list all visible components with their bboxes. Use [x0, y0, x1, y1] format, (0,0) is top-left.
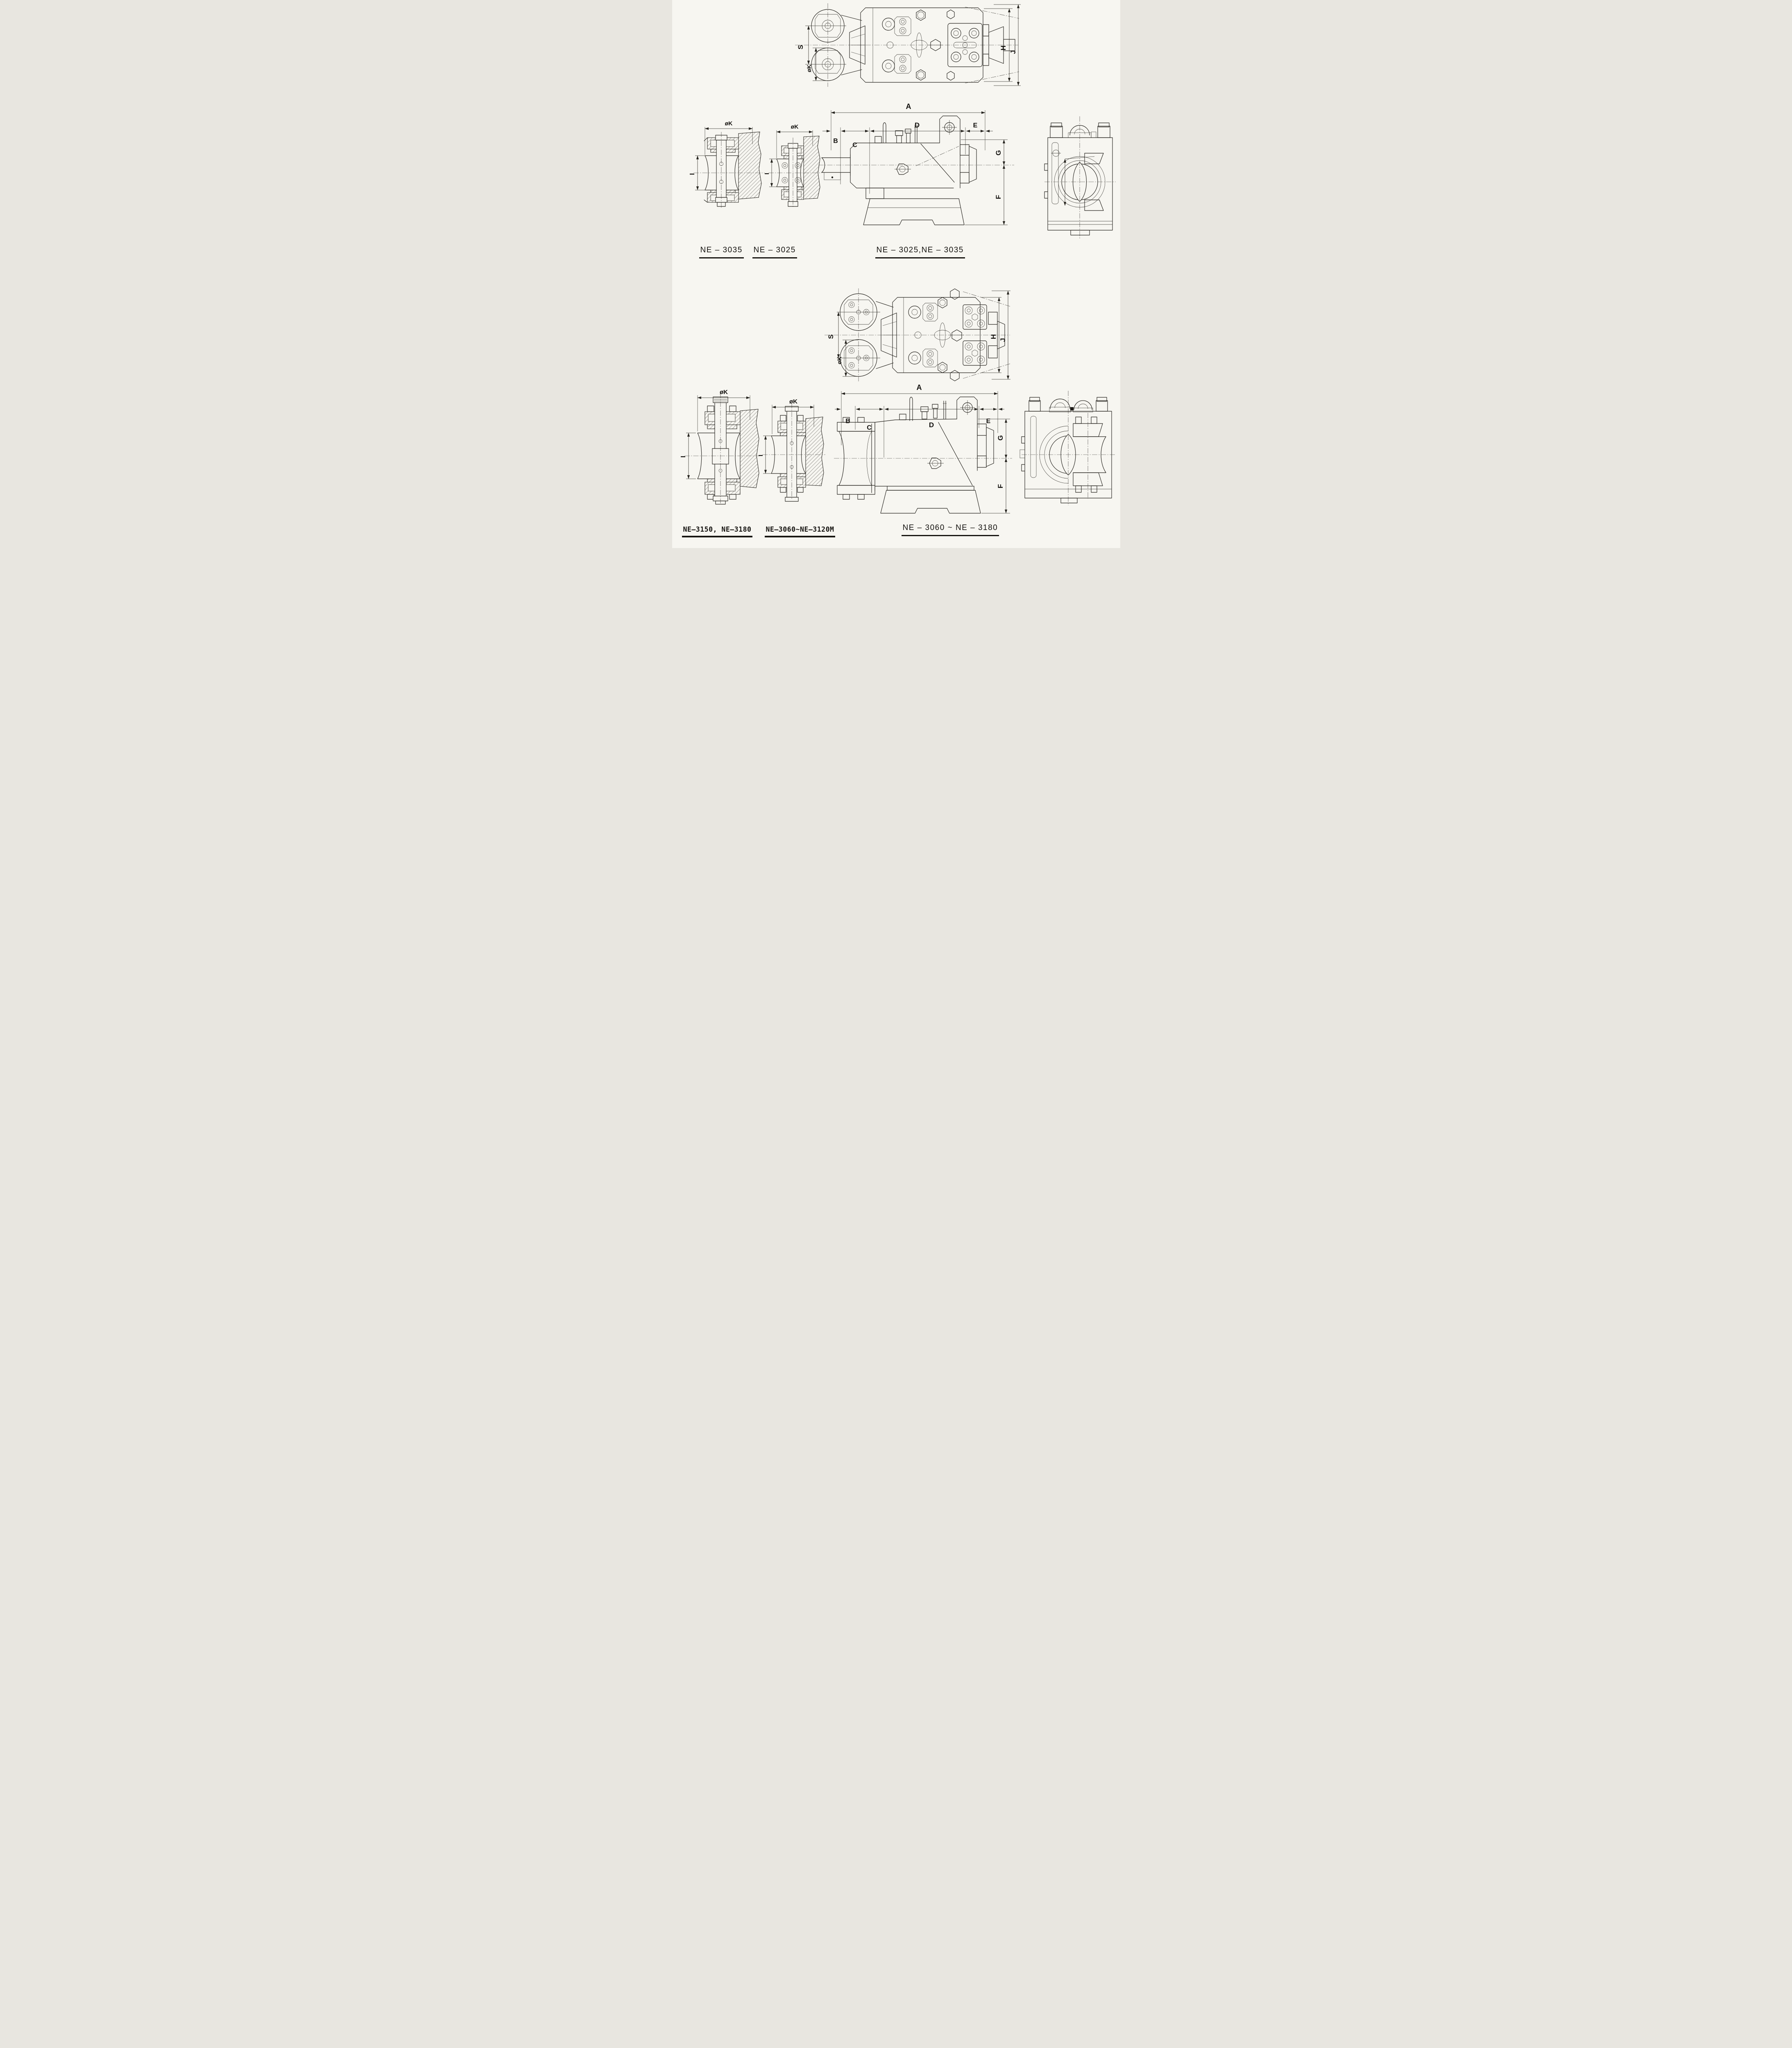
top-view-ne3060-3180: S øK H J: [824, 288, 1010, 381]
dimension-J: J: [991, 290, 1010, 380]
dimension-I: I: [757, 435, 773, 474]
dim-label-S: S: [827, 334, 835, 339]
dimension-H: H: [983, 8, 1013, 82]
dim-label-E: E: [973, 122, 977, 129]
centerlines: [795, 3, 1018, 87]
end-view-ne3025-3035: [1044, 116, 1116, 239]
caption-ne3060-ne3180: NE – 3060 ~ NE – 3180: [901, 523, 999, 536]
section-ne3035: øK I: [689, 120, 765, 208]
machine-body: [860, 7, 983, 83]
dimension-A: A: [831, 102, 985, 150]
dim-label-J: J: [999, 338, 1007, 342]
dimension-phiK: øK: [776, 123, 813, 158]
bolt-plates-right: [962, 304, 987, 366]
dimension-F: F: [981, 458, 1010, 514]
dim-label-G: G: [995, 150, 1002, 155]
dim-label-I: I: [689, 173, 696, 175]
centerlines: [824, 288, 1010, 381]
tail-clamp: [963, 291, 1010, 379]
top-fittings: [874, 122, 918, 143]
dimension-phiK: øK: [772, 398, 814, 434]
dimension-G: G: [961, 139, 1008, 165]
dim-label-A: A: [916, 383, 922, 392]
dim-label-B: B: [833, 138, 838, 145]
centerlines: [768, 138, 822, 207]
dimension-BCDE: B C D E: [834, 406, 1004, 458]
dimension-phiK: øK: [806, 48, 828, 81]
dimension-J: J: [993, 4, 1021, 86]
drawing-sheet: S øK H J øK: [672, 0, 1120, 548]
machine-body: [850, 116, 977, 188]
dim-label-E: E: [986, 418, 990, 425]
top-fittings: [899, 396, 947, 421]
dim-label-J: J: [1009, 50, 1017, 54]
centerlines: [1044, 116, 1116, 239]
dim-label-F: F: [997, 484, 1004, 488]
dimension-H: H: [981, 297, 1001, 373]
dim-label-D: D: [929, 421, 933, 429]
centerlines: [762, 403, 825, 500]
dimension-I: I: [680, 433, 696, 479]
centerlines: [693, 132, 765, 208]
dimension-S: S: [827, 312, 840, 358]
section-ne3060-3120m: øK I: [757, 398, 825, 502]
dimension-F: F: [965, 165, 1008, 225]
base-foot: [880, 486, 981, 514]
centerlines: [684, 393, 760, 503]
dim-label-I: I: [757, 455, 764, 456]
dim-label-phiK: øK: [789, 398, 797, 405]
dim-label-phiK: øK: [720, 389, 728, 396]
dim-label-phiK: øK: [725, 120, 732, 127]
dim-label-F: F: [995, 195, 1002, 199]
caption-ne3060-ne3120m: NE–3060~NE–3120M: [764, 526, 836, 537]
dim-label-B: B: [845, 418, 850, 425]
caption-ne3025-ne3035: NE – 3025,NE – 3035: [875, 246, 965, 258]
dim-label-phiK: øK: [806, 65, 812, 72]
caption-ne3035: NE – 3035: [699, 246, 744, 258]
dim-label-G: G: [997, 435, 1004, 440]
section-ne3025: øK I: [763, 123, 822, 207]
inner-dimension: [1063, 156, 1094, 206]
dim-label-phiK: øK: [836, 357, 843, 365]
workpiece-pipe: [821, 154, 851, 180]
top-view-ne3025-3035: S øK H J: [795, 3, 1021, 87]
end-view-ne3060-3180: [1019, 391, 1116, 505]
side-view-ne3060-3180: A B C D E: [834, 383, 1012, 514]
dim-label-A: A: [906, 102, 911, 111]
dimension-G: G: [978, 419, 1010, 459]
dimension-phiK: øK: [836, 340, 859, 377]
dim-label-H: H: [999, 45, 1007, 50]
dimension-I: I: [689, 155, 707, 190]
dim-label-S: S: [797, 45, 804, 49]
dim-label-I: I: [763, 173, 770, 174]
section-ne3150-3180: øK I: [680, 389, 760, 505]
fork-arm: [875, 301, 897, 369]
base-foot: [863, 188, 965, 225]
dimension-I: I: [763, 159, 779, 187]
roller-section: [770, 406, 806, 502]
machine-body: [874, 396, 994, 492]
caption-ne3150-ne3180: NE–3150, NE–3180: [682, 526, 753, 537]
dimension-S: S: [797, 25, 810, 65]
centerlines: [1021, 391, 1116, 505]
caption-ne3025: NE – 3025: [752, 246, 797, 258]
roller-spool-right: [1072, 413, 1106, 499]
bolt-plate-right: [946, 9, 983, 81]
dimension-A: A: [841, 383, 998, 445]
dimension-phiK: øK: [705, 120, 752, 155]
dim-label-I: I: [680, 456, 687, 458]
dim-label-phiK: øK: [791, 123, 798, 130]
dim-label-C: C: [867, 424, 872, 431]
side-view-ne3025-3035: A B C D E: [818, 102, 1014, 225]
roller-pair: [836, 293, 880, 377]
dim-label-H: H: [990, 334, 997, 339]
dimension-phiK: øK: [697, 389, 750, 431]
fork-arm: [840, 15, 865, 75]
machine-body: [892, 288, 981, 381]
